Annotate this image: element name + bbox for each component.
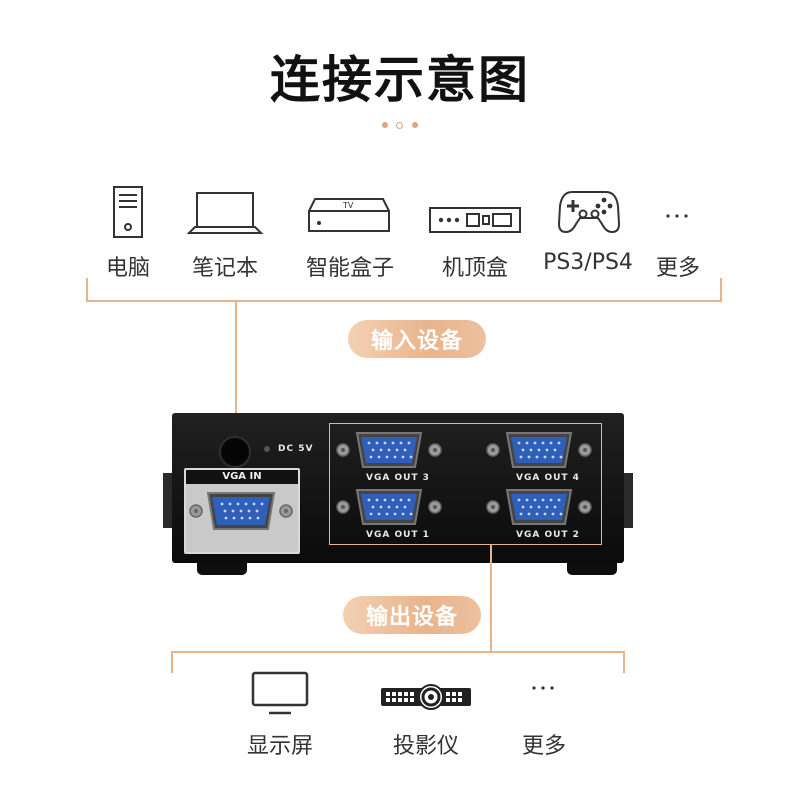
- laptop-icon: [183, 185, 267, 240]
- input-devices-tag: 输入设备: [348, 320, 486, 358]
- output-connection-line: [490, 545, 492, 653]
- vga-in-label: VGA IN: [186, 470, 298, 484]
- pc-tower-icon: [100, 182, 156, 242]
- set-top-box-icon: [428, 205, 522, 235]
- input-device-label: PS3/PS4: [543, 250, 633, 275]
- output-bracket-left: [171, 651, 173, 673]
- output-devices-tag: 输出设备: [343, 596, 481, 634]
- input-bracket-right: [720, 278, 722, 302]
- tv-box-text: TV: [342, 201, 354, 210]
- projector-icon: [378, 682, 474, 712]
- page-title: 连接示意图: [270, 51, 530, 109]
- more-icon: [528, 678, 558, 698]
- input-device-label: 更多: [655, 256, 700, 281]
- gamepad-icon: [556, 186, 622, 236]
- smart-tv-box-icon: TV: [306, 195, 392, 237]
- power-jack: [219, 436, 251, 468]
- output-device-label: 更多: [521, 734, 566, 759]
- vga-out-label: VGA OUT 3: [366, 473, 430, 483]
- vga-in-connector: [189, 492, 293, 530]
- input-bracket-line: [86, 300, 722, 302]
- input-device-label: 笔记本: [191, 256, 258, 281]
- vga-splitter-device: DC 5V VGA IN VGA OUT 3 VGA OUT 4 VGA OUT…: [163, 413, 633, 575]
- dc-label: DC 5V: [278, 444, 314, 454]
- vga-out-label: VGA OUT 4: [516, 473, 580, 483]
- input-connection-line: [235, 300, 237, 460]
- more-icon: [660, 206, 694, 226]
- input-device-label: 电脑: [105, 256, 150, 281]
- power-led: [264, 446, 270, 452]
- output-device-label: 显示屏: [246, 734, 313, 759]
- vga-out-connectors: [336, 432, 592, 525]
- vga-out-label: VGA OUT 1: [366, 530, 430, 540]
- vga-outputs-frame: [329, 423, 602, 545]
- output-bracket-line: [171, 651, 625, 653]
- input-device-label: 智能盒子: [305, 256, 394, 281]
- vga-out-label: VGA OUT 2: [516, 530, 580, 540]
- output-device-label: 投影仪: [392, 734, 459, 759]
- output-bracket-right: [623, 651, 625, 673]
- monitor-icon: [248, 670, 312, 718]
- title-decoration-dots: [0, 118, 800, 132]
- input-bracket-left: [86, 278, 88, 302]
- input-device-label: 机顶盒: [441, 256, 508, 281]
